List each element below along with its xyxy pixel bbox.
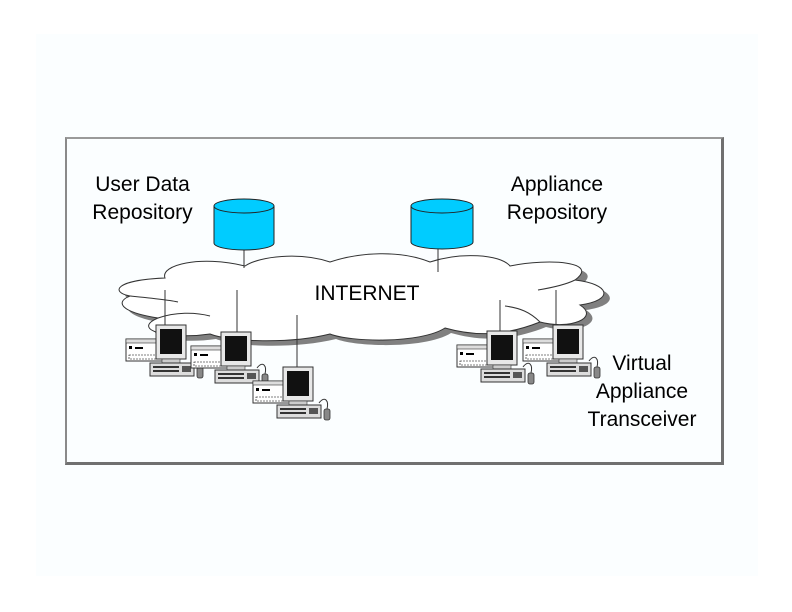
internet-label: INTERNET [314,282,420,305]
transceiver-pc-1-desktop-computer-icon [456,330,535,385]
user-data-repository-label: User Data Repository [80,171,205,227]
label-line: User Data [95,173,190,196]
label-line: Appliance [595,380,689,403]
appliance-repository-database-icon [410,198,474,250]
connection-lines [164,248,557,368]
label-line: Repository [92,201,193,224]
label-line: Virtual [612,352,672,375]
virtual-appliance-transceiver-label: Virtual Appliance Transceiver [572,350,712,434]
appliance-repository-label: Appliance Repository [493,171,621,227]
user-data-repository-database-icon [213,198,275,251]
label-line: Transceiver [587,408,697,431]
label-line: Repository [506,201,608,224]
label-line: Appliance [510,173,604,196]
